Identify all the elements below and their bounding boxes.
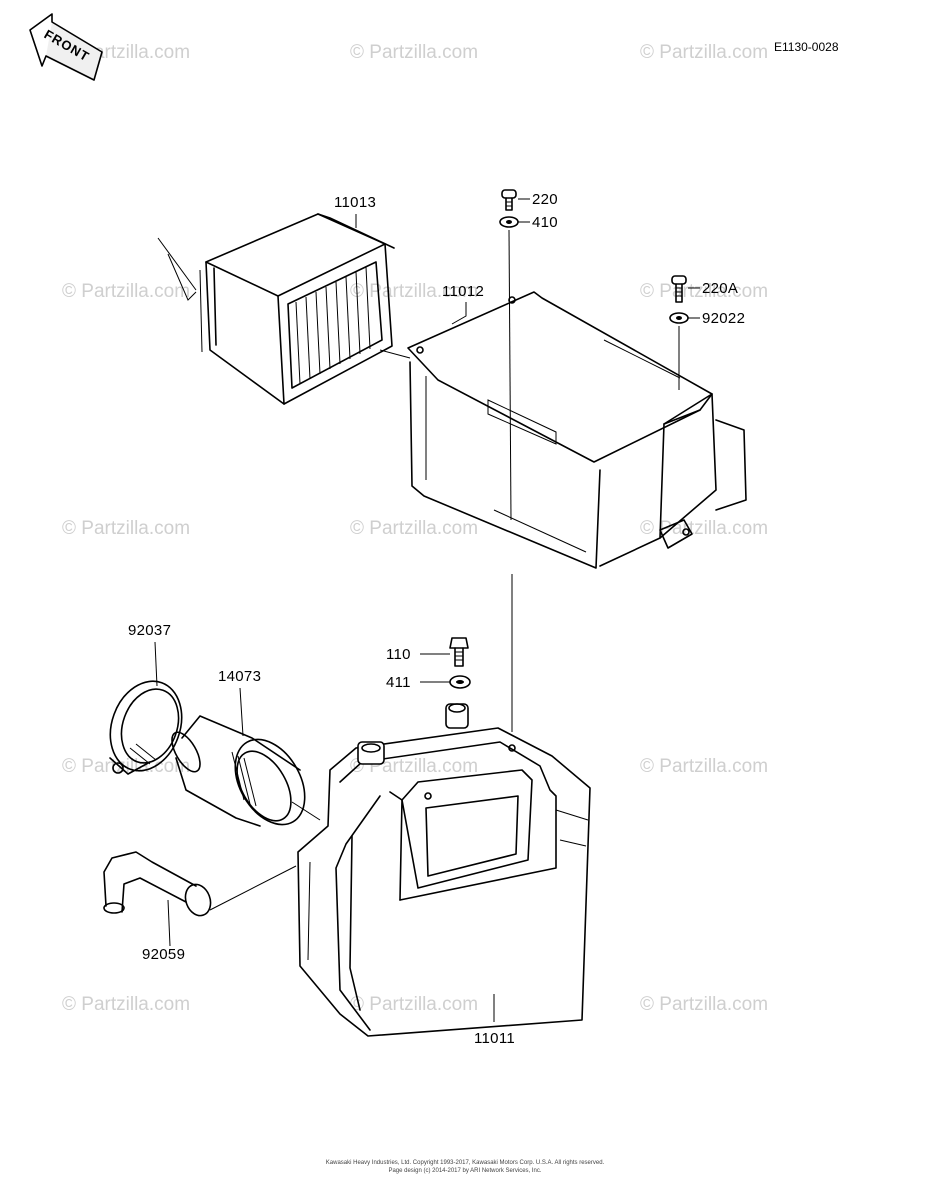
screw-220-icon <box>501 189 517 211</box>
hose-clamp <box>109 680 183 775</box>
front-arrow-icon <box>29 13 103 81</box>
drawing-reference: E1130-0028 <box>774 40 839 54</box>
callout-92059: 92059 <box>142 946 186 963</box>
air-cleaner-case <box>297 703 591 1037</box>
footer-page-design: Page design (c) 2014-2017 by ARI Network… <box>388 1168 542 1174</box>
callout-411: 411 <box>386 674 411 691</box>
screw-220a-icon <box>671 275 687 303</box>
intake-duct <box>171 715 306 827</box>
callout-92022: 92022 <box>702 310 746 327</box>
footer-copyright: Kawasaki Heavy Industries, Ltd. Copyrigh… <box>325 1160 605 1166</box>
air-cleaner-cover <box>407 291 747 569</box>
callout-220a: 220A <box>702 280 739 297</box>
bolt-110-icon <box>449 637 469 667</box>
callout-410: 410 <box>532 214 558 231</box>
callout-14073: 14073 <box>218 668 262 685</box>
washer-92022-icon <box>669 312 689 324</box>
washer-410-icon <box>499 216 519 228</box>
washer-411-icon <box>449 675 471 689</box>
callout-92037: 92037 <box>128 622 172 639</box>
callout-110: 110 <box>386 646 411 663</box>
callout-220: 220 <box>532 191 558 208</box>
air-filter-element <box>199 213 395 405</box>
drain-hose <box>103 851 212 917</box>
callout-11011: 11011 <box>474 1030 515 1047</box>
callout-11013: 11013 <box>334 194 377 211</box>
callout-11012: 11012 <box>442 283 485 300</box>
